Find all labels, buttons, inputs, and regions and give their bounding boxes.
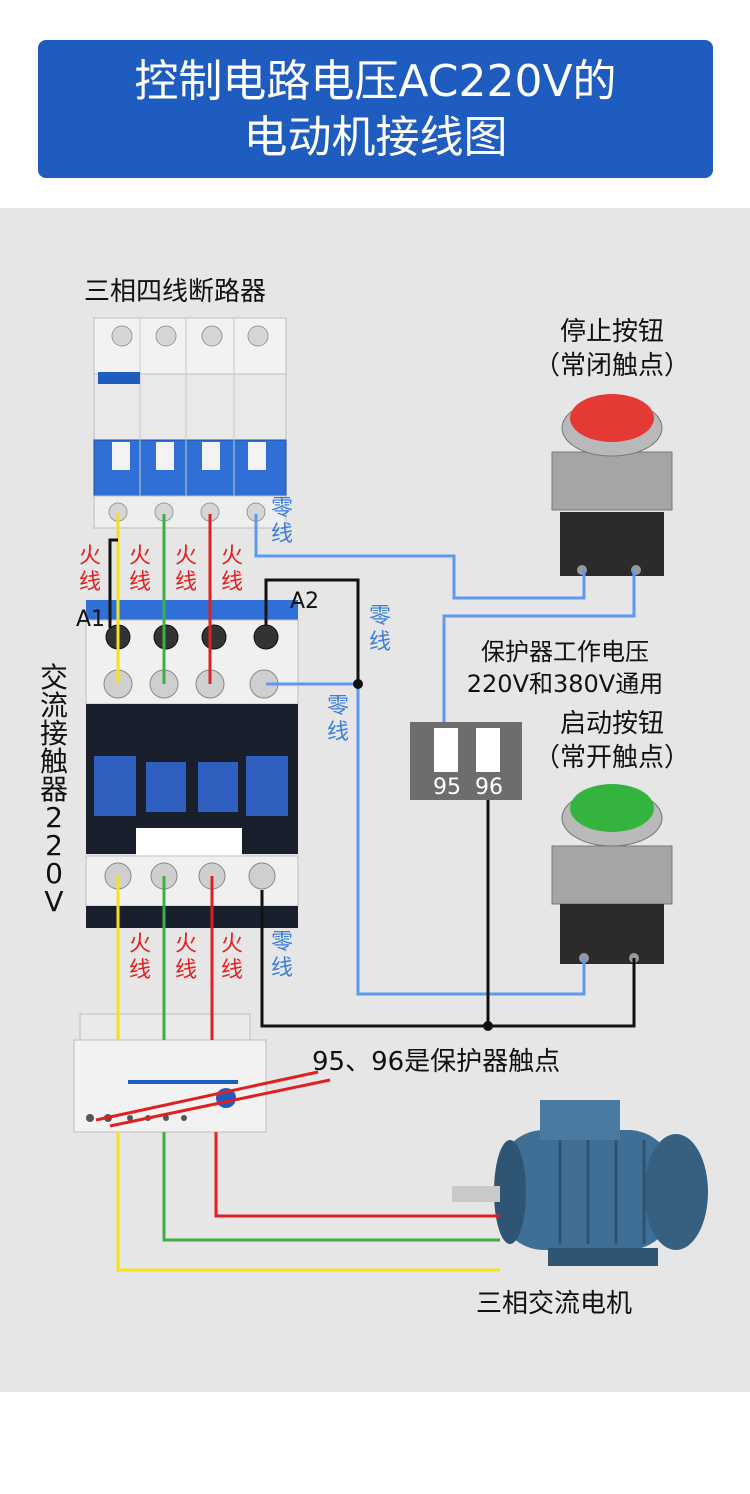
fire-wire-label: 火线: [220, 932, 243, 983]
wire-blue-neutral: [254, 514, 586, 600]
wire-red-contact-2: [109, 1078, 331, 1128]
terminal-96-label: 96: [475, 775, 503, 800]
start-button-device: [551, 784, 673, 964]
protector-voltage-line-2: 220V和380V通用: [466, 670, 664, 698]
circuit-breaker: [93, 317, 287, 529]
title-line-2: 电动机接线图: [243, 112, 508, 163]
stop-button-title: 停止按钮: [559, 317, 664, 347]
neutral-wire-label: 零线: [368, 604, 391, 655]
wire-yellow-3: [116, 1132, 500, 1272]
start-button-title: 启动按钮: [559, 709, 664, 739]
start-button-subtitle: （常开触点）: [533, 743, 690, 773]
neutral-wire-label: 零线: [326, 694, 349, 745]
neutral-wire-label: 零线: [270, 496, 293, 547]
a2-label: A2: [290, 589, 320, 614]
title-line-1: 控制电路电压AC220V的: [134, 56, 617, 107]
contactor-label: 交流接触器220V: [39, 661, 68, 918]
breaker-label: 三相四线断路器: [84, 277, 267, 307]
wire-green-3: [162, 1132, 500, 1242]
motor-label: 三相交流电机: [476, 1289, 633, 1319]
three-phase-motor: [452, 1100, 708, 1266]
neutral-wire-label: 零线: [270, 930, 293, 981]
wire-blue-stop-to-96: [442, 570, 636, 722]
wire-black-hold: [264, 578, 360, 684]
protector-contacts-label: 95、96是保护器触点: [312, 1047, 561, 1077]
fire-wire-label: 火线: [174, 544, 197, 595]
junction-dots: [353, 679, 493, 1031]
protector-terminal-block: [410, 722, 522, 800]
wires: [95, 514, 636, 1272]
stop-button-subtitle: （常闭触点）: [533, 351, 690, 381]
wire-blue-coil: [266, 682, 586, 996]
fire-wire-label: 火线: [128, 932, 151, 983]
fire-wire-label: 火线: [128, 544, 151, 595]
fire-wire-label: 火线: [174, 932, 197, 983]
stop-button-device: [551, 394, 673, 576]
fire-wire-label: 火线: [78, 544, 101, 595]
terminal-95-label: 95: [433, 775, 461, 800]
protector-voltage-line-1: 保护器工作电压: [481, 638, 649, 666]
wire-black-loop: [260, 890, 636, 1028]
wire-red-contact: [95, 1070, 319, 1122]
fire-wire-label: 火线: [220, 544, 243, 595]
wire-red-3: [214, 1132, 500, 1218]
title-banner: 控制电路电压AC220V的 电动机接线图: [38, 40, 713, 178]
a1-label: A1: [76, 607, 106, 632]
ac-contactor: [85, 600, 299, 928]
